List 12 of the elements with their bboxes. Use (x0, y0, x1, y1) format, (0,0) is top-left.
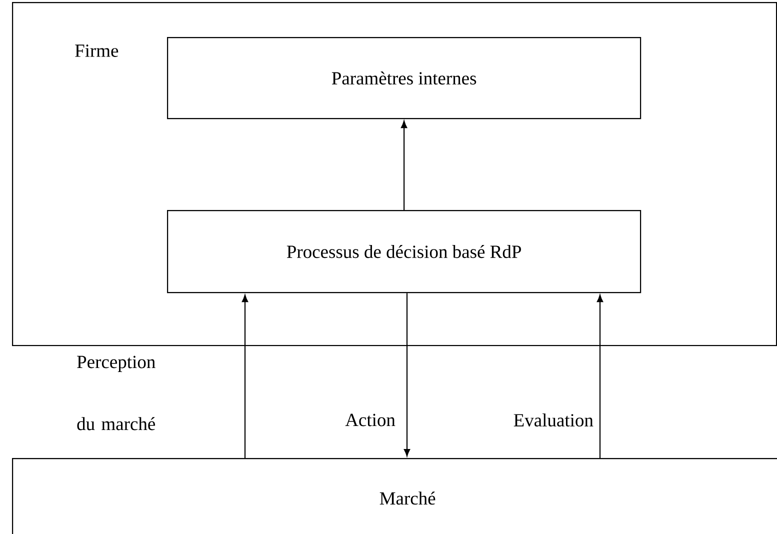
edge-label: Action (345, 414, 396, 426)
frame-box (12, 2, 777, 346)
arrow (404, 293, 410, 456)
edge-label: Perception du marché (77, 356, 156, 430)
process-box: Paramètres internes (167, 37, 642, 120)
process-box: Processus de décision basé RdP (167, 210, 642, 294)
edge-label: Evaluation (514, 413, 594, 426)
arrow (242, 294, 248, 458)
arrow (400, 120, 408, 210)
heading: Firme (75, 44, 118, 57)
band-box: Marché (12, 458, 777, 534)
arrow (596, 294, 604, 458)
